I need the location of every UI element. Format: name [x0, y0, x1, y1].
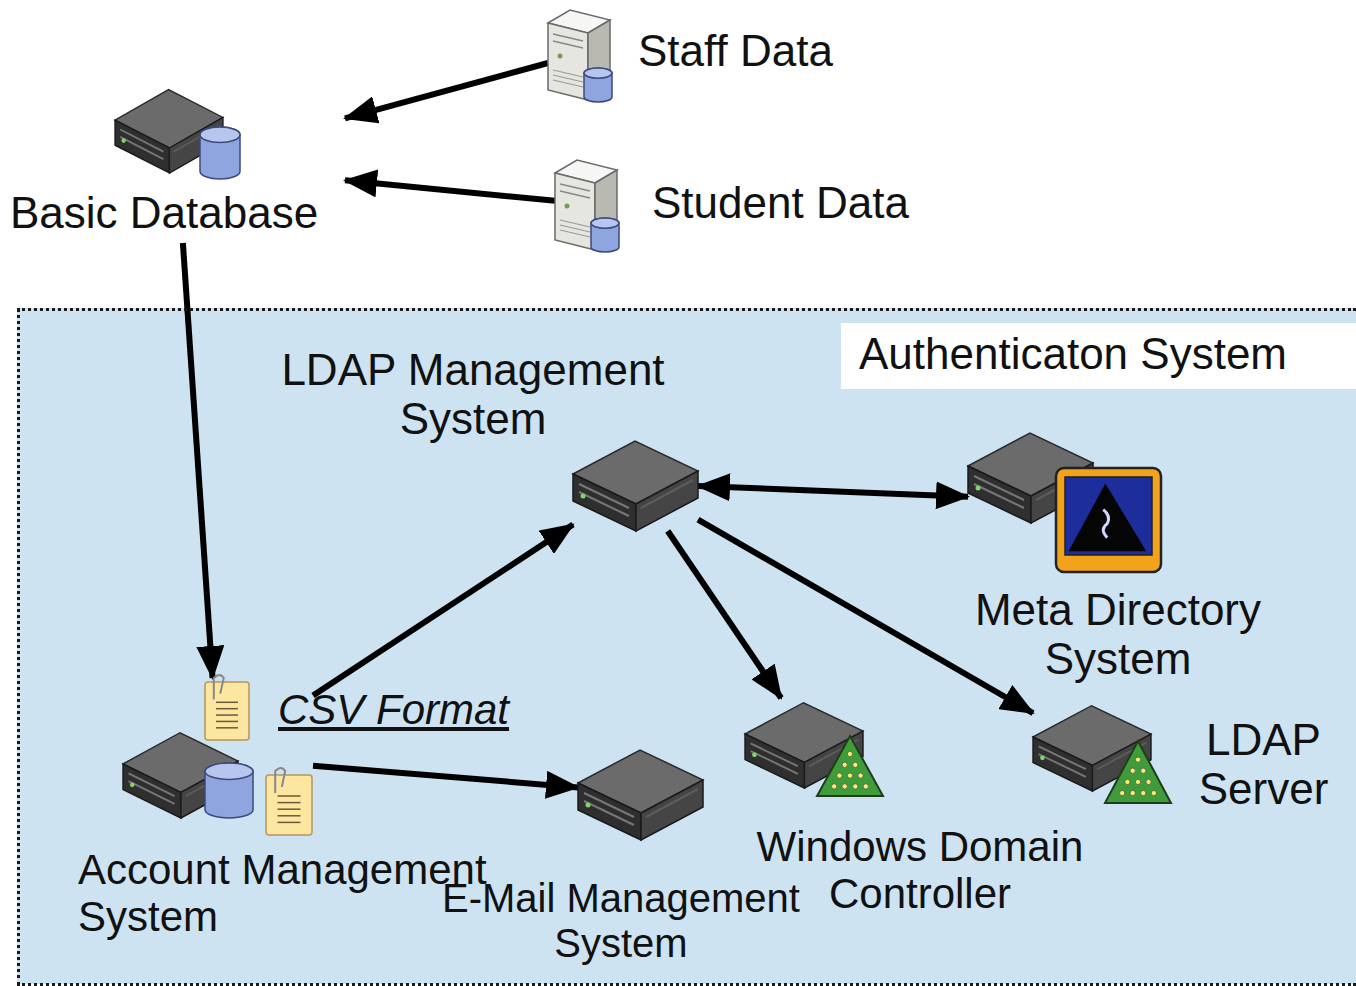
- label-holder: Basic Database: [10, 188, 345, 237]
- label-holder: LDAP Management System: [253, 345, 693, 444]
- data-flow-arrow: [698, 486, 968, 497]
- server-node: LDAP Management System: [573, 436, 698, 531]
- label-holder: Windows Domain Controller: [725, 823, 1115, 917]
- data-flow-arrow: [345, 63, 548, 118]
- label-holder: Staff Data: [638, 26, 938, 75]
- node-label: LDAP Management System: [253, 345, 693, 444]
- node-label: Basic Database: [10, 188, 345, 237]
- server-icon: [968, 428, 1163, 573]
- system-band: Authenticaton SystemLDAP Management Syst…: [17, 308, 1356, 986]
- server-icon: [745, 698, 885, 798]
- server-node: Student Data: [555, 158, 621, 250]
- server-icon: [1033, 701, 1173, 806]
- server-icon: [573, 436, 698, 531]
- data-flow-arrow: [345, 180, 555, 200]
- label-holder: Student Data: [652, 178, 952, 227]
- server-icon: [555, 158, 621, 250]
- label-holder: E-Mail Management System: [401, 876, 841, 966]
- band-fill-rect: [17, 308, 1356, 984]
- node-label: LDAP Server: [1181, 715, 1346, 814]
- node-label: E-Mail Management System: [401, 876, 841, 966]
- format-note: CSV Format: [278, 686, 509, 733]
- server-node: Meta Directory System: [968, 428, 1163, 573]
- band-title: Authenticaton System: [859, 329, 1356, 378]
- label-holder: Meta Directory System: [948, 585, 1288, 684]
- server-node: Windows Domain Controller: [745, 698, 885, 798]
- server-node: Staff Data: [548, 8, 614, 100]
- server-node: LDAP Server: [1033, 701, 1173, 806]
- label-holder: Authenticaton System: [841, 323, 1356, 389]
- data-flow-arrow: [313, 525, 573, 696]
- server-node: E-Mail Management System: [578, 745, 703, 840]
- server-icon: [578, 745, 703, 840]
- server-icon: [548, 8, 614, 100]
- node-label: Staff Data: [638, 26, 938, 75]
- data-flow-arrow: [313, 766, 578, 788]
- node-label: Meta Directory System: [948, 585, 1288, 684]
- server-node: Basic Database: [10, 85, 345, 243]
- label-holder: CSV Format: [278, 686, 509, 733]
- node-label: Student Data: [652, 178, 952, 227]
- label-holder: LDAP Server: [1181, 715, 1346, 814]
- node-label: Windows Domain Controller: [725, 823, 1115, 917]
